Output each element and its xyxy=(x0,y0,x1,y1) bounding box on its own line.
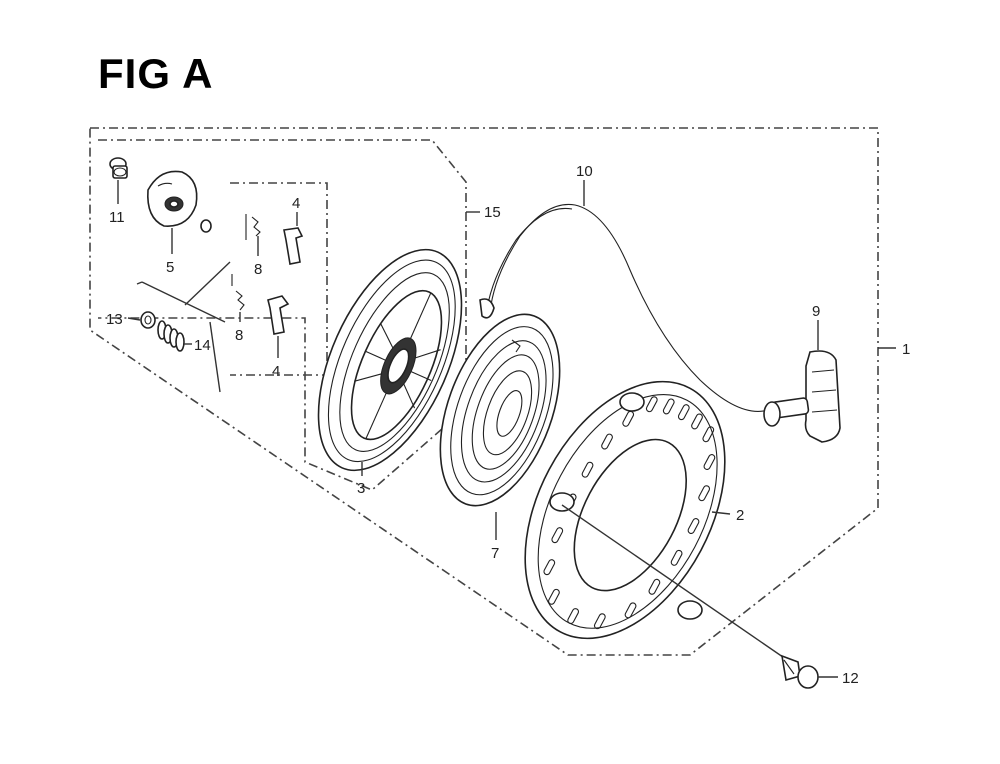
callout-1: 1 xyxy=(902,341,910,358)
recoil-spring-7 xyxy=(439,313,561,507)
callout-8-upper: 8 xyxy=(254,261,262,278)
figure-title: FIG A xyxy=(98,50,214,97)
spring-14 xyxy=(157,320,185,352)
callout-9: 9 xyxy=(812,303,820,320)
bolt-11 xyxy=(109,157,128,179)
callout-14: 14 xyxy=(194,337,211,354)
callout-15: 15 xyxy=(484,204,501,221)
spring-8-upper xyxy=(245,214,261,240)
callout-2: 2 xyxy=(736,507,744,524)
washer xyxy=(200,219,212,233)
mount-lug xyxy=(619,392,645,412)
starter-rope-10 xyxy=(489,203,769,412)
callout-10: 10 xyxy=(576,163,593,180)
starter-grip-9 xyxy=(763,350,841,443)
starter-case-2 xyxy=(524,380,726,640)
spring-8-lower xyxy=(231,274,245,311)
mount-lug xyxy=(677,600,703,620)
ratchet-group-boundary xyxy=(230,182,328,376)
callout-12: 12 xyxy=(842,670,859,687)
callout-4-upper: 4 xyxy=(292,195,300,212)
cam-plate-5 xyxy=(147,170,198,227)
callout-4-lower: 4 xyxy=(272,363,280,380)
callout-5: 5 xyxy=(166,259,174,276)
subassembly-15-boundary xyxy=(98,139,467,491)
mount-lug xyxy=(549,492,575,512)
assembly-1-boundary xyxy=(89,127,879,656)
ratchet-4-upper xyxy=(283,227,304,265)
callout-8-lower: 8 xyxy=(235,327,243,344)
guide-rod xyxy=(141,281,226,323)
callout-11: 11 xyxy=(109,209,125,226)
callout-3: 3 xyxy=(357,480,365,497)
callout-7: 7 xyxy=(491,545,499,562)
ratchet-4-lower xyxy=(267,295,290,335)
callout-13: 13 xyxy=(106,311,123,328)
bolt-12 xyxy=(561,504,819,689)
rope-end xyxy=(479,298,495,319)
washer-13 xyxy=(140,311,156,329)
reel-3 xyxy=(317,248,463,472)
